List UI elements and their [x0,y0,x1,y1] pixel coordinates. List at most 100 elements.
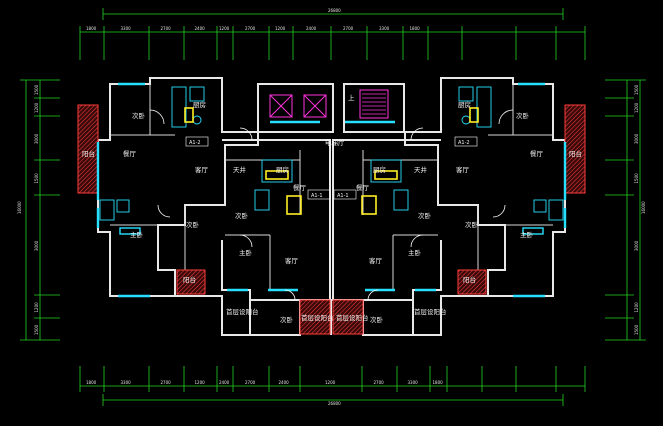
unit-tag-left: A1-2 [189,140,201,146]
side-dimension-lines: 16000 16000 [17,79,646,341]
dims-left-label: 1500 [34,324,39,335]
dims-bottom-label: 2700 [374,380,385,385]
label-chufang-center-left: 厨房 [276,165,289,174]
label-ciwo-bottom-left: 次卧 [280,315,294,324]
dims-right-label: 3000 [634,133,639,144]
label-cantin-right-top: 餐厅 [530,149,544,158]
right-dimension-values: 1500 1200 3000 1500 3000 1200 1500 [634,84,639,335]
label-chufang-center-right: 厨房 [373,165,386,174]
dims-bottom-label: 2400 [219,380,230,385]
unit-tag-center-right: A1-1 [337,193,349,199]
dims-right-label: 3000 [634,240,639,251]
dims-left-label: 3000 [34,240,39,251]
dims-bottom-label: 2400 [279,380,290,385]
label-shang: 上 [348,93,355,102]
elevators [269,94,327,118]
dims-top-label: 2400 [306,26,317,31]
dims-right-label: 1500 [634,84,639,95]
label-yigai-center-left: 首层设阳台 [301,313,334,322]
unit-tags: A1-2 A1-2 A1-1 A1-1 [185,136,478,200]
label-zhuwo-left: 主卧 [130,230,144,239]
label-chufang-left: 厨房 [193,100,206,109]
dims-left-label: 1500 [34,173,39,184]
dims-top-label: 2700 [343,26,354,31]
label-tianjing-left: 天井 [233,165,247,174]
label-zhuwo-center-right: 主卧 [408,248,422,257]
label-yigai-right: 首层设阳台 [414,307,447,316]
unit-tag-center-left: A1-1 [311,193,323,199]
room-labels: 次卧 厨房 餐厅 阳台 客厅 天井 厨房 次卧 次卧 主卧 主卧 客厅 阳台 餐… [82,93,582,324]
label-keting-right: 客厅 [456,165,470,174]
dims-bottom-label: 3300 [408,380,419,385]
dims-bottom-label: 1200 [325,380,336,385]
dims-bottom-label: 1200 [195,380,206,385]
label-yigai-left: 首层设阳台 [226,307,259,316]
overall-dim-right: 16000 [641,201,646,214]
label-ciwo-left-2: 次卧 [186,220,200,229]
dims-left-label: 3000 [34,133,39,144]
interior-walls [110,84,553,290]
dims-top-label: 1800 [410,26,421,31]
balcony-center-left [299,299,331,335]
balcony-right [564,104,586,194]
balcony-bottom-left [176,269,206,295]
label-chufang-right: 厨房 [458,100,471,109]
dims-bottom-label: 2700 [245,380,256,385]
label-yangtai-bottom-right: 阳台 [463,275,476,284]
label-yangtai-bottom-left: 阳台 [183,275,196,284]
stair [359,89,389,119]
dims-top-label: 1800 [86,26,97,31]
label-zhuwo-right: 主卧 [520,230,534,239]
balcony-center-right [332,299,364,335]
label-cantin-center-left: 餐厅 [293,183,307,192]
overall-dim-bottom: 26800 [328,401,341,406]
label-ciwo-bottom-right: 次卧 [370,315,384,324]
dims-top-label: 1200 [219,26,230,31]
dims-bottom-label: 3300 [121,380,132,385]
label-keting-center-right: 客厅 [369,256,383,265]
label-yigai-center-right: 首层设阳台 [336,313,369,322]
label-ciwo-left: 次卧 [132,111,146,120]
exterior-walls [97,77,566,336]
dims-right-label: 1200 [634,102,639,113]
dims-right-label: 1500 [634,173,639,184]
label-yangtai-right: 阳台 [569,149,582,158]
label-ciwo-center-right: 次卧 [418,211,432,220]
fixtures [99,86,564,235]
dims-top-label: 1200 [275,26,286,31]
label-tianjing-right: 天井 [414,165,428,174]
dims-left-label: 1500 [34,84,39,95]
left-dimension-values: 1500 1200 3000 1500 3000 1200 1500 [34,84,39,335]
label-ciwo-right-2: 次卧 [465,220,479,229]
balcony-bottom-right [457,269,487,295]
overall-dim-left: 16000 [17,201,22,214]
label-zhuwo-center-left: 主卧 [239,248,253,257]
unit-tag-right: A1-2 [458,140,470,146]
label-ciwo-right: 次卧 [516,111,530,120]
label-yangtai-left: 阳台 [82,149,95,158]
label-ciwo-center-left: 次卧 [235,211,249,220]
dims-top-label: 2700 [161,26,172,31]
bottom-dimension-lines: 26800 [79,366,586,406]
dims-left-label: 1200 [34,102,39,113]
dims-left-label: 1200 [34,302,39,313]
label-elevator-hall: 电梯厅 [325,138,345,147]
dims-bottom-label: 1800 [433,380,444,385]
dims-bottom-label: 1800 [86,380,97,385]
dims-top-label: 2700 [245,26,256,31]
dims-right-label: 1200 [634,302,639,313]
dims-top-label: 3300 [379,26,390,31]
dims-right-label: 1500 [634,324,639,335]
label-keting-left: 客厅 [195,165,209,174]
label-keting-center-left: 客厅 [285,256,299,265]
top-dimension-lines: 26800 [79,8,586,60]
doors [149,109,514,301]
label-cantin-left-top: 餐厅 [123,149,137,158]
windows [96,82,567,298]
dims-top-label: 3300 [121,26,132,31]
label-cantin-center-right: 餐厅 [356,183,370,192]
overall-dim-top: 26800 [328,8,341,13]
